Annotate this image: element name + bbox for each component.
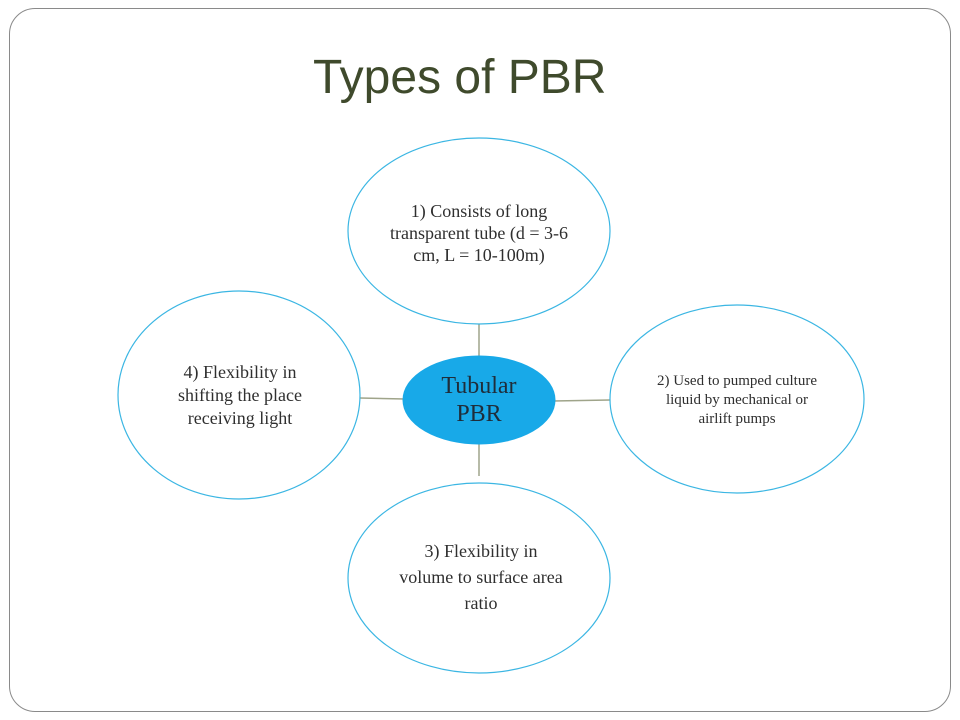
- node-1-circle: [347, 137, 611, 325]
- center-label: Tubular PBR: [441, 373, 517, 427]
- node-3-text: 3) Flexibility in volume to surface area…: [399, 541, 563, 613]
- node-2-text: 2) Used to pumped culture liquid by mech…: [657, 372, 817, 427]
- node-4-text: 4) Flexibility in shifting the place rec…: [178, 361, 302, 428]
- connector-left: [359, 397, 406, 400]
- node-1-text: 1) Consists of long transparent tube (d …: [389, 201, 569, 265]
- connector-right: [552, 399, 611, 402]
- node-4-circle: [117, 290, 361, 500]
- center-circle: [402, 355, 556, 445]
- node-3-circle: [347, 482, 611, 674]
- node-2-circle: [609, 304, 865, 494]
- slide-title: Types of PBR: [313, 51, 607, 104]
